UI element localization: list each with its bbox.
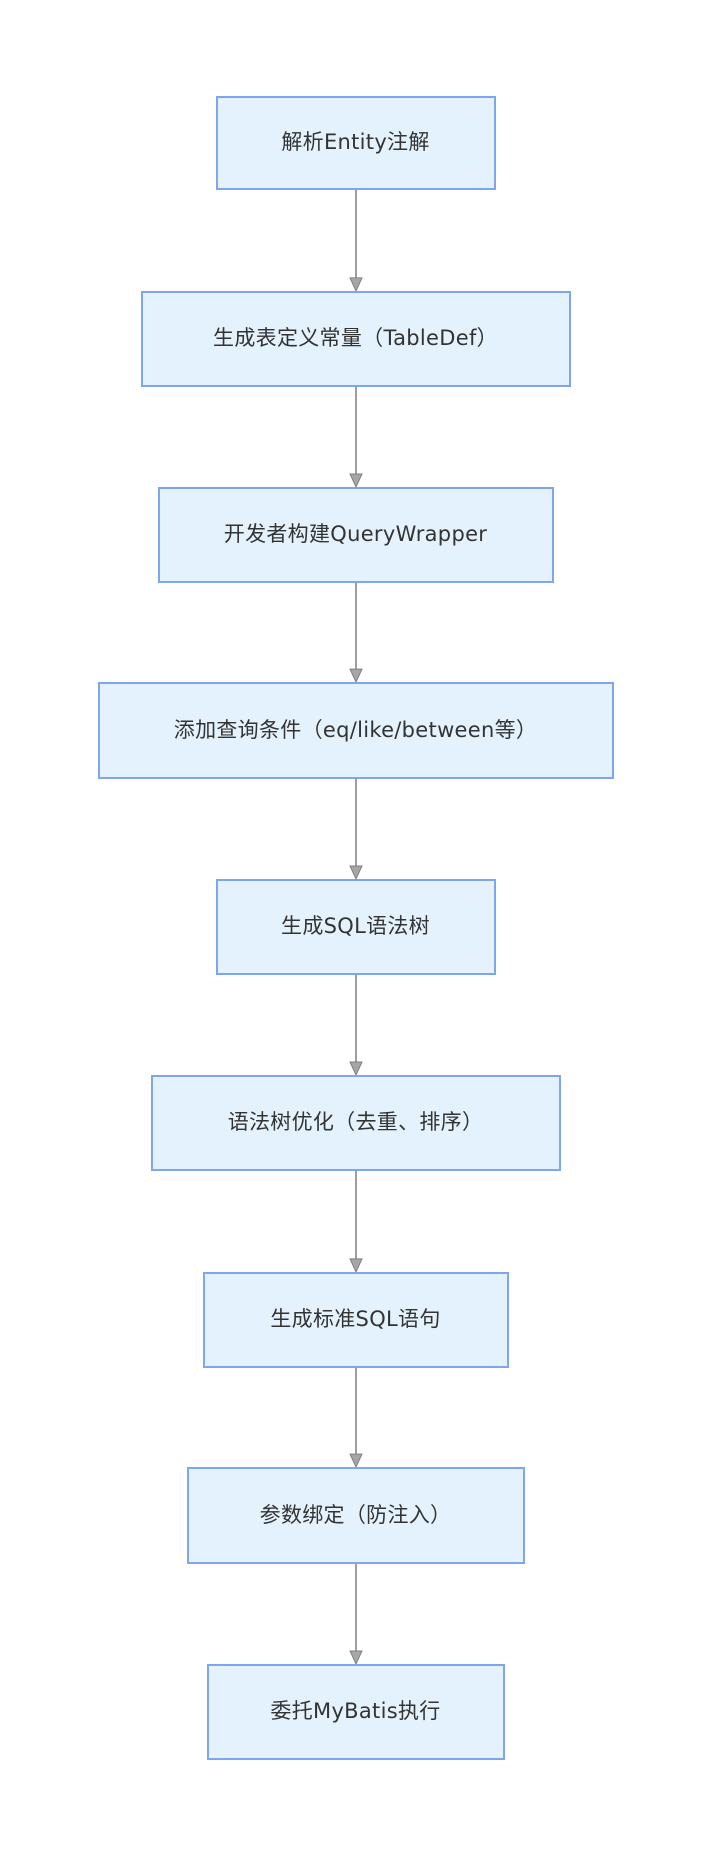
flow-node-label: 语法树优化（去重、排序） [227, 1110, 484, 1135]
flow-node-add-query-conditions: 添加查询条件（eq/like/between等） [97, 682, 614, 779]
flow-node-delegate-mybatis: 委托MyBatis执行 [206, 1664, 505, 1760]
flow-arrow-3-4 [347, 583, 364, 682]
arrow-down-icon [348, 975, 363, 1075]
flow-node-label: 解析Entity注解 [281, 130, 430, 155]
flow-arrow-4-5 [347, 779, 364, 879]
flow-node-label: 生成表定义常量（TableDef） [213, 326, 498, 351]
arrow-down-icon [348, 779, 363, 879]
flow-arrow-2-3 [347, 387, 364, 487]
arrow-down-icon [348, 1564, 363, 1664]
flow-node-label: 添加查询条件（eq/like/between等） [173, 717, 538, 742]
flow-node-label: 委托MyBatis执行 [270, 1699, 441, 1724]
arrow-down-icon [348, 583, 363, 682]
flow-arrow-5-6 [347, 975, 364, 1075]
flow-node-label: 开发者构建QueryWrapper [223, 522, 488, 547]
flow-node-label: 生成SQL语法树 [281, 914, 430, 939]
flow-arrow-1-2 [347, 190, 364, 291]
flow-node-parameter-binding: 参数绑定（防注入） [186, 1467, 525, 1564]
flow-node-label: 生成标准SQL语句 [270, 1307, 441, 1332]
flow-node-label: 参数绑定（防注入） [259, 1502, 452, 1527]
flow-node-generate-sql-ast: 生成SQL语法树 [215, 879, 496, 975]
arrow-down-icon [348, 387, 363, 487]
arrow-down-icon [348, 1368, 363, 1467]
flow-node-build-querywrapper: 开发者构建QueryWrapper [157, 487, 554, 583]
flow-arrow-7-8 [347, 1368, 364, 1467]
flow-node-parse-entity-annotation: 解析Entity注解 [215, 96, 496, 190]
flow-arrow-8-9 [347, 1564, 364, 1664]
arrow-down-icon [348, 1171, 363, 1272]
flow-node-generate-tabledef: 生成表定义常量（TableDef） [140, 291, 571, 387]
arrow-down-icon [348, 190, 363, 291]
flow-node-optimize-ast: 语法树优化（去重、排序） [150, 1075, 561, 1171]
flow-arrow-6-7 [347, 1171, 364, 1272]
flow-node-generate-standard-sql: 生成标准SQL语句 [202, 1272, 509, 1368]
